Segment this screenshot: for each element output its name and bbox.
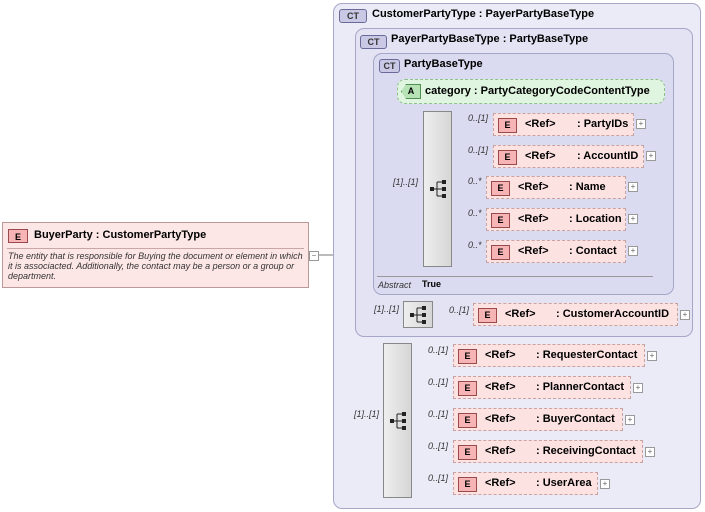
sequence-cardinality: [1]..[1]: [354, 409, 380, 419]
element-badge: E: [458, 381, 477, 396]
attribute-badge: A: [401, 84, 421, 99]
expand-toggle[interactable]: +: [646, 151, 656, 161]
abstract-value: True: [422, 279, 442, 289]
ref-label: <Ref>: [485, 477, 516, 489]
element-cardinality: 0..[1]: [428, 377, 449, 387]
element-location[interactable]: E <Ref> : Location: [486, 208, 626, 231]
expand-toggle[interactable]: +: [625, 415, 635, 425]
expand-toggle[interactable]: +: [680, 310, 690, 320]
element-badge: E: [458, 349, 477, 364]
element-badge: E: [491, 181, 510, 196]
element-name: : Location: [569, 213, 622, 225]
element-account-id[interactable]: E <Ref> : AccountID: [493, 145, 644, 168]
sequence-icon: [410, 306, 426, 324]
doc-divider: [7, 248, 304, 249]
expand-toggle[interactable]: +: [645, 447, 655, 457]
sequence-cardinality: [1]..[1]: [393, 177, 419, 187]
element-badge: E: [491, 245, 510, 260]
element-cardinality: 0..*: [468, 240, 482, 250]
element-cardinality: 0..*: [468, 208, 482, 218]
complex-type-badge: CT: [339, 9, 367, 23]
element-cardinality: 0..[1]: [428, 441, 449, 451]
ref-label: <Ref>: [525, 150, 556, 162]
element-name: : PartyIDs: [577, 118, 629, 130]
element-cardinality: 0..[1]: [468, 113, 489, 123]
element-badge: E: [498, 118, 517, 133]
ref-label: <Ref>: [518, 213, 549, 225]
element-cardinality: 0..*: [468, 176, 482, 186]
root-element-type: : CustomerPartyType: [95, 229, 207, 241]
element-name: : ReceivingContact: [536, 445, 636, 457]
attribute-label: category : PartyCategoryCodeContentType: [425, 85, 650, 97]
complex-type-title: CustomerPartyType : PayerPartyBaseType: [372, 8, 595, 20]
element-cardinality: 0..[1]: [428, 345, 449, 355]
element-cardinality: 0..[1]: [468, 145, 489, 155]
element-badge: E: [8, 229, 28, 243]
element-cardinality: 0..[1]: [428, 473, 449, 483]
sequence-icon: [430, 180, 446, 198]
ref-label: <Ref>: [518, 181, 549, 193]
element-badge: E: [458, 413, 477, 428]
element-badge: E: [491, 213, 510, 228]
root-documentation: The entity that is responsible for Buyin…: [8, 251, 303, 281]
element-planner-contact[interactable]: E <Ref> : PlannerContact: [453, 376, 631, 399]
complex-type-title: PayerPartyBaseType : PartyBaseType: [391, 33, 589, 45]
doc-line: department.: [8, 271, 57, 281]
sequence-cardinality: [1]..[1]: [374, 304, 400, 314]
element-requester-contact[interactable]: E <Ref> : RequesterContact: [453, 344, 645, 367]
sequence-compositor[interactable]: [423, 111, 452, 267]
element-party-ids[interactable]: E <Ref> : PartyIDs: [493, 113, 634, 136]
doc-line: The entity that is responsible for Buyin…: [8, 251, 303, 261]
expand-toggle[interactable]: +: [647, 351, 657, 361]
element-contact[interactable]: E <Ref> : Contact: [486, 240, 626, 263]
expand-toggle[interactable]: +: [628, 214, 638, 224]
element-badge: E: [458, 477, 477, 492]
sequence-icon: [390, 412, 406, 430]
ref-label: <Ref>: [505, 308, 536, 320]
expand-toggle[interactable]: +: [628, 246, 638, 256]
sequence-compositor[interactable]: [403, 301, 433, 328]
collapse-toggle[interactable]: −: [309, 251, 319, 261]
expand-toggle[interactable]: +: [628, 182, 638, 192]
ref-label: <Ref>: [525, 118, 556, 130]
ref-label: <Ref>: [485, 445, 516, 457]
attribute-category[interactable]: A category : PartyCategoryCodeContentTyp…: [397, 79, 665, 104]
element-name: : Contact: [569, 245, 617, 257]
element-user-area[interactable]: E <Ref> : UserArea: [453, 472, 598, 495]
ref-label: <Ref>: [485, 349, 516, 361]
doc-line: it is associacted. Additionally, the con…: [8, 261, 295, 271]
element-badge: E: [478, 308, 497, 323]
abstract-divider: [377, 276, 653, 277]
ref-label: <Ref>: [518, 245, 549, 257]
expand-toggle[interactable]: +: [600, 479, 610, 489]
root-element-name: BuyerParty: [34, 229, 93, 241]
root-element-title: BuyerParty : CustomerPartyType: [34, 229, 206, 241]
element-customer-account-id[interactable]: E <Ref> : CustomerAccountID: [473, 303, 678, 326]
complex-type-title: PartyBaseType: [404, 58, 483, 70]
element-name[interactable]: E <Ref> : Name: [486, 176, 626, 199]
abstract-label: Abstract: [378, 280, 412, 290]
element-name: : CustomerAccountID: [556, 308, 670, 320]
element-name: : BuyerContact: [536, 413, 615, 425]
element-name: : UserArea: [536, 477, 592, 489]
element-name: : AccountID: [577, 150, 639, 162]
element-buyer-contact[interactable]: E <Ref> : BuyerContact: [453, 408, 623, 431]
ref-label: <Ref>: [485, 413, 516, 425]
expand-toggle[interactable]: +: [636, 119, 646, 129]
element-name: : Name: [569, 181, 606, 193]
root-element-box[interactable]: E BuyerParty : CustomerPartyType The ent…: [2, 222, 309, 288]
sequence-compositor[interactable]: [383, 343, 412, 498]
element-receiving-contact[interactable]: E <Ref> : ReceivingContact: [453, 440, 643, 463]
ref-label: <Ref>: [485, 381, 516, 393]
element-badge: E: [458, 445, 477, 460]
complex-type-badge: CT: [360, 35, 387, 49]
element-name: : RequesterContact: [536, 349, 638, 361]
element-cardinality: 0..[1]: [449, 305, 470, 315]
element-badge: E: [498, 150, 517, 165]
element-cardinality: 0..[1]: [428, 409, 449, 419]
complex-type-badge: CT: [379, 59, 400, 73]
expand-toggle[interactable]: +: [633, 383, 643, 393]
element-name: : PlannerContact: [536, 381, 625, 393]
